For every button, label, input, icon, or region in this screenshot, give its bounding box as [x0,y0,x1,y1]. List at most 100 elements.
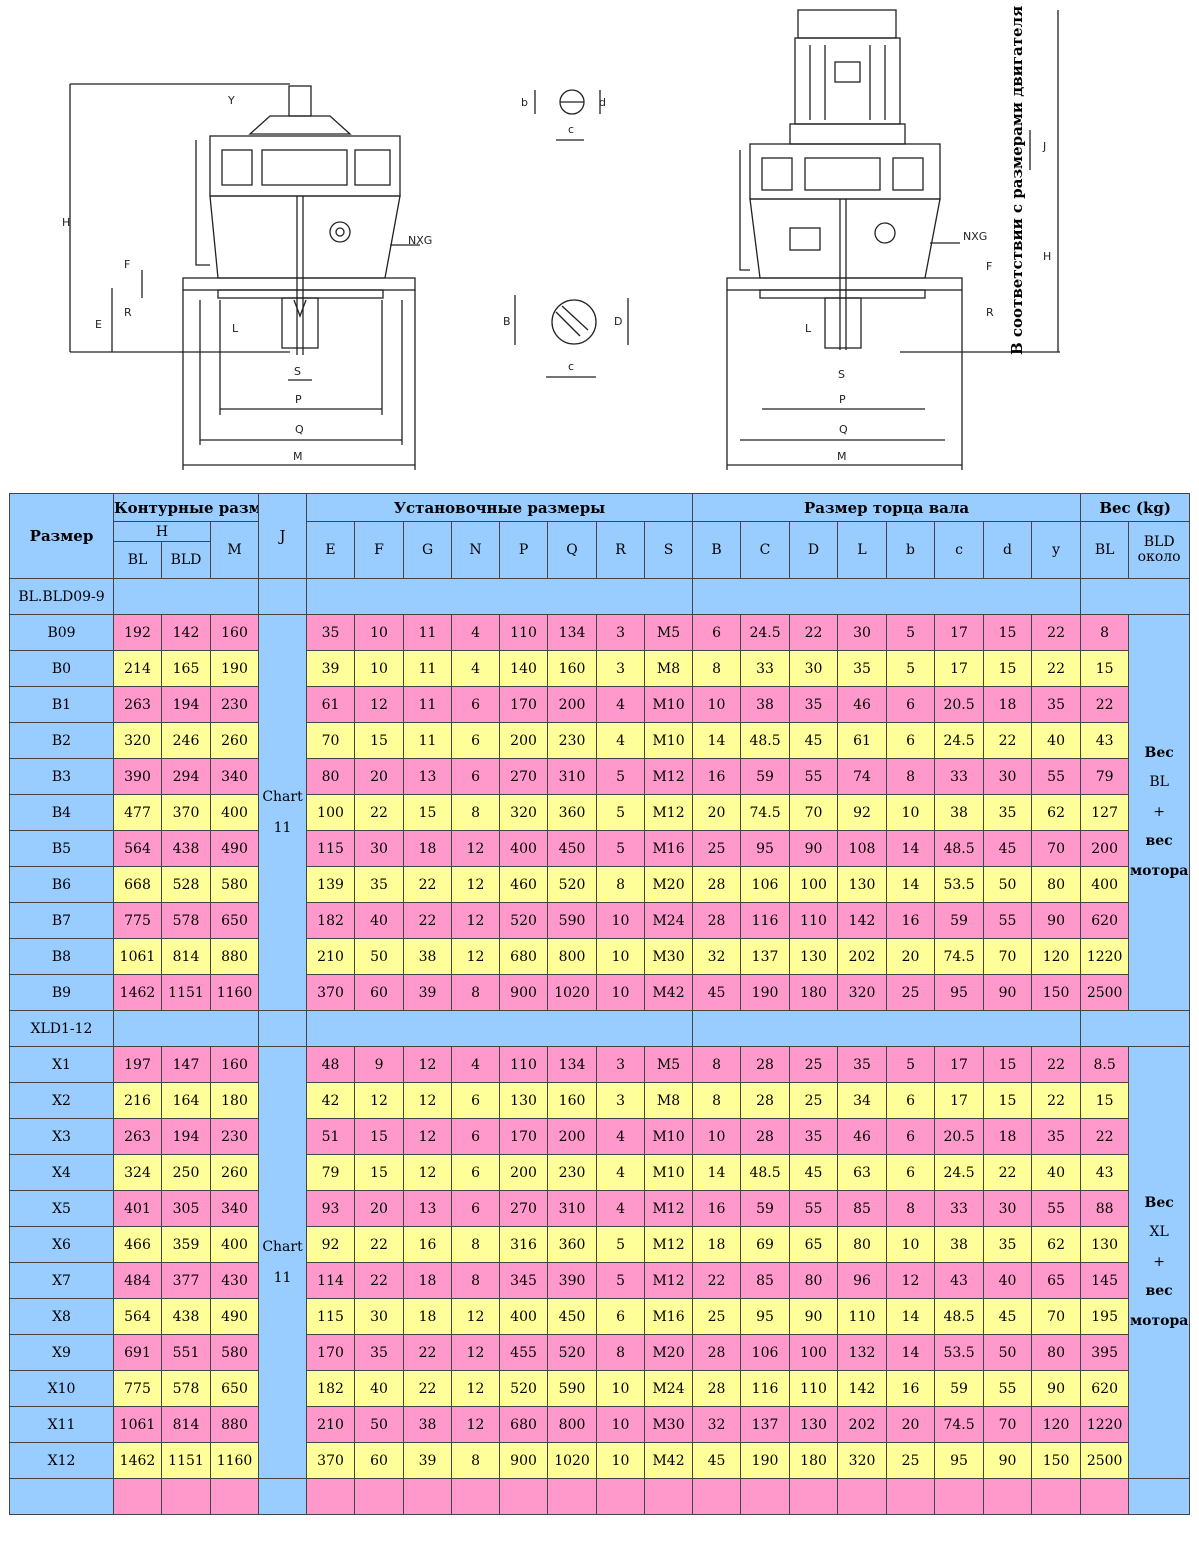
weight-note-text: Вес [1144,745,1174,762]
header-H: H [113,521,211,542]
value-cell: 16 [692,758,742,795]
value-cell: 40 [1031,722,1082,759]
value-cell: 92 [837,794,888,831]
svg-text:M: M [837,450,847,463]
value-cell: 59 [740,758,791,795]
value-cell: 90 [1031,902,1082,939]
value-cell: 477 [113,794,162,831]
value-cell: 59 [740,1190,791,1227]
value-cell: 6 [451,722,501,759]
size-cell: B5 [9,830,114,867]
value-cell: 42 [306,1082,356,1119]
empty-cell [161,1478,211,1515]
value-cell: 28 [692,866,742,903]
value-cell: 814 [161,1406,211,1443]
value-cell: 22 [1031,650,1082,687]
value-cell: 160 [547,650,598,687]
value-cell: 134 [547,614,598,651]
value-cell: M42 [644,1442,694,1479]
value-cell: 80 [1031,1334,1082,1371]
empty-cell [644,1478,694,1515]
value-cell: 12 [451,866,501,903]
value-cell: 12 [451,902,501,939]
value-cell: 2500 [1080,974,1130,1011]
value-cell: 48.5 [934,830,985,867]
value-cell: M30 [644,938,694,975]
chart-ref-text: 11 [273,1269,292,1286]
value-cell: 466 [113,1226,162,1263]
value-cell: 12 [451,1298,501,1335]
value-cell: 137 [740,1406,791,1443]
value-cell: 200 [547,1118,598,1155]
weight-note-text: + [1153,803,1165,820]
value-cell: 110 [499,614,549,651]
weight-note-text: Вес [1144,1195,1174,1212]
value-cell: 17 [934,650,985,687]
value-cell: 390 [113,758,162,795]
value-cell: 10 [596,1406,646,1443]
value-cell: 115 [306,830,356,867]
value-cell: 324 [113,1154,162,1191]
weight-note-text: мотора [1129,862,1189,879]
value-cell: 142 [837,902,888,939]
value-cell: 22 [692,1262,742,1299]
size-cell: X4 [9,1154,114,1191]
value-cell: 45 [789,1154,839,1191]
header-shaft-c: c [934,521,985,579]
value-cell: 22 [983,722,1033,759]
value-cell: 139 [306,866,356,903]
value-cell: 15 [983,614,1033,651]
value-cell: 520 [499,1370,549,1407]
value-cell: 650 [209,1370,260,1407]
value-cell: 20 [354,758,405,795]
value-cell: 6 [886,1118,936,1155]
value-cell: 270 [499,1190,549,1227]
value-cell: 6 [692,614,742,651]
value-cell: 195 [1080,1298,1130,1335]
value-cell: 14 [692,722,742,759]
group-cell [1080,1010,1191,1047]
size-cell: B2 [9,722,114,759]
header-install-F: F [354,521,405,579]
header-shaft-B: B [692,521,742,579]
value-cell: 55 [789,758,839,795]
value-cell: M16 [644,830,694,867]
value-cell: 359 [161,1226,211,1263]
value-cell: 520 [499,902,549,939]
value-cell: 9 [354,1046,405,1083]
svg-text:S: S [838,368,845,381]
value-cell: M12 [644,1190,694,1227]
value-cell: 8 [692,1082,742,1119]
value-cell: 130 [499,1082,549,1119]
value-cell: 210 [306,938,356,975]
value-cell: 38 [934,794,985,831]
size-cell: B6 [9,866,114,903]
value-cell: 39 [403,974,453,1011]
value-cell: 455 [499,1334,549,1371]
value-cell: 1020 [547,1442,598,1479]
empty-cell [983,1478,1033,1515]
value-cell: 80 [837,1226,888,1263]
value-cell: 316 [499,1226,549,1263]
value-cell: 18 [983,686,1033,723]
value-cell: 38 [403,1406,453,1443]
value-cell: 70 [1031,830,1082,867]
gearmotor-drawing-right [726,9,1060,470]
value-cell: 17 [934,1082,985,1119]
value-cell: 22 [983,1154,1033,1191]
value-cell: 320 [499,794,549,831]
value-cell: 4 [596,1118,646,1155]
header-J: J [258,493,308,579]
value-cell: 90 [789,830,839,867]
value-cell: 150 [1031,1442,1082,1479]
weight-note-text: BL [1149,774,1169,791]
size-cell: X2 [9,1082,114,1119]
value-cell: 50 [983,866,1033,903]
value-cell: 180 [789,1442,839,1479]
value-cell: 197 [113,1046,162,1083]
value-cell: 340 [209,758,260,795]
value-cell: 22 [789,614,839,651]
value-cell: 377 [161,1262,211,1299]
value-cell: 92 [306,1226,356,1263]
